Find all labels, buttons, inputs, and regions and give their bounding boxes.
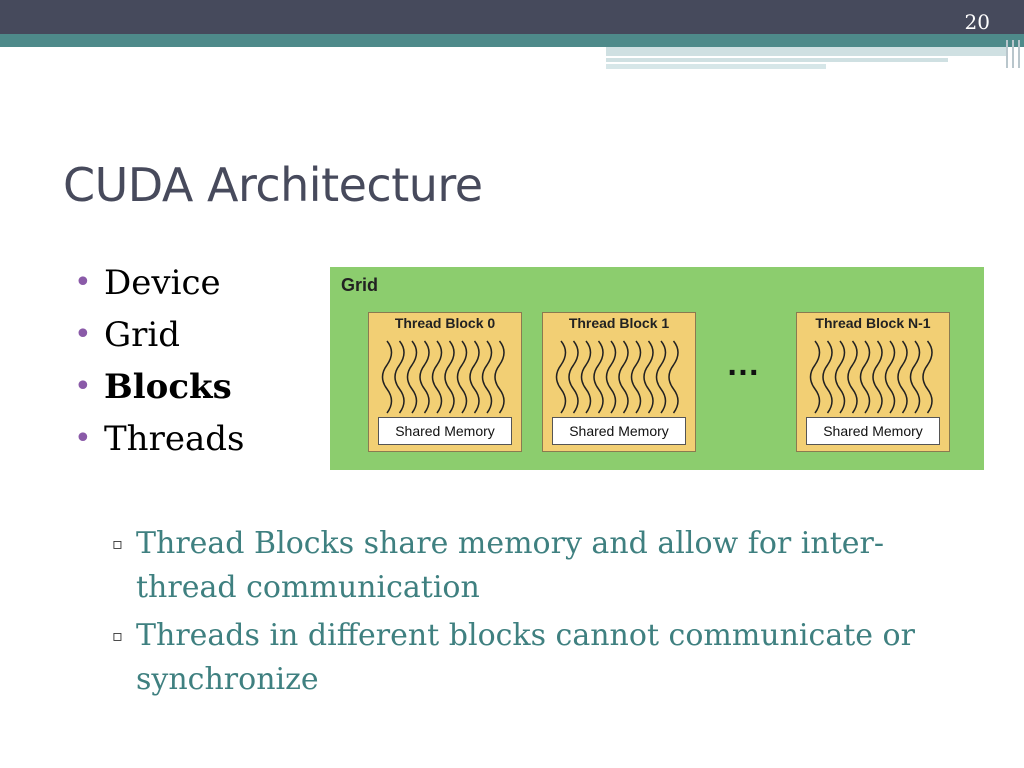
thread-line (481, 340, 493, 414)
thread-line (809, 340, 821, 414)
thread-line (580, 340, 592, 414)
thread-block-label: Thread Block 1 (568, 315, 670, 331)
shared-memory-box: Shared Memory (806, 417, 940, 445)
bullet-dot-icon: • (74, 317, 92, 352)
thread-line (381, 340, 393, 414)
thread-line (618, 340, 629, 414)
bullet-dot-icon: • (74, 421, 92, 456)
header-accent-bar (0, 34, 1024, 47)
ellipsis: … (726, 345, 762, 383)
decor-strip (606, 58, 948, 62)
thread-line (394, 340, 405, 414)
bullet-item: •Blocks (74, 367, 232, 407)
square-bullet-icon: ▫ (112, 534, 123, 553)
thread-line (469, 340, 480, 414)
thread-line (444, 340, 455, 414)
decor-line (1018, 40, 1020, 68)
thread-line (643, 340, 654, 414)
shared-memory-box: Shared Memory (378, 417, 512, 445)
thread-line (922, 340, 933, 414)
thread-line (834, 340, 846, 414)
thread-line (456, 340, 468, 414)
slide-title: CUDA Architecture (63, 158, 483, 212)
thread-block: Thread Block 1 Shared Memory (542, 312, 696, 452)
thread-line (897, 340, 908, 414)
header-bar (0, 0, 1024, 34)
decor-strip (606, 47, 1006, 56)
sub-bullet-list: ▫Thread Blocks share memory and allow fo… (112, 522, 972, 706)
bullet-item: •Grid (74, 315, 181, 355)
bullet-item: •Device (74, 263, 221, 303)
thread-line (847, 340, 858, 414)
grid-diagram: Grid Thread Block 0 Shared Memory Thread… (330, 267, 984, 470)
thread-block-label: Thread Block N-1 (815, 315, 931, 331)
threads-icon (555, 340, 679, 414)
thread-line (419, 340, 430, 414)
decor-line (1006, 40, 1008, 68)
bullet-list: •Device •Grid •Blocks •Threads (74, 262, 244, 470)
bullet-dot-icon: • (74, 369, 92, 404)
thread-line (884, 340, 896, 414)
thread-line (668, 340, 679, 414)
thread-line (822, 340, 833, 414)
bullet-dot-icon: • (74, 265, 92, 300)
decor-strip (606, 64, 826, 69)
thread-line (655, 340, 667, 414)
thread-line (859, 340, 871, 414)
thread-line (605, 340, 617, 414)
thread-line (494, 340, 505, 414)
shared-memory-box: Shared Memory (552, 417, 686, 445)
thread-line (909, 340, 921, 414)
square-bullet-icon: ▫ (112, 626, 123, 645)
thread-line (593, 340, 604, 414)
threads-icon (809, 340, 933, 414)
grid-label: Grid (341, 275, 379, 295)
decor-line (1012, 40, 1014, 68)
thread-block-label: Thread Block 0 (394, 315, 496, 331)
thread-block: Thread Block N-1 Shared Memory (796, 312, 950, 452)
thread-line (406, 340, 418, 414)
thread-block: Thread Block 0 Shared Memory (368, 312, 522, 452)
sub-bullet-item: ▫Thread Blocks share memory and allow fo… (112, 522, 972, 610)
thread-line (872, 340, 883, 414)
thread-line (630, 340, 642, 414)
thread-line (568, 340, 579, 414)
thread-line (431, 340, 443, 414)
thread-line (555, 340, 567, 414)
bullet-item: •Threads (74, 419, 245, 459)
sub-bullet-item: ▫Threads in different blocks cannot comm… (112, 614, 972, 702)
slide-number: 20 (964, 10, 990, 34)
threads-icon (381, 340, 505, 414)
